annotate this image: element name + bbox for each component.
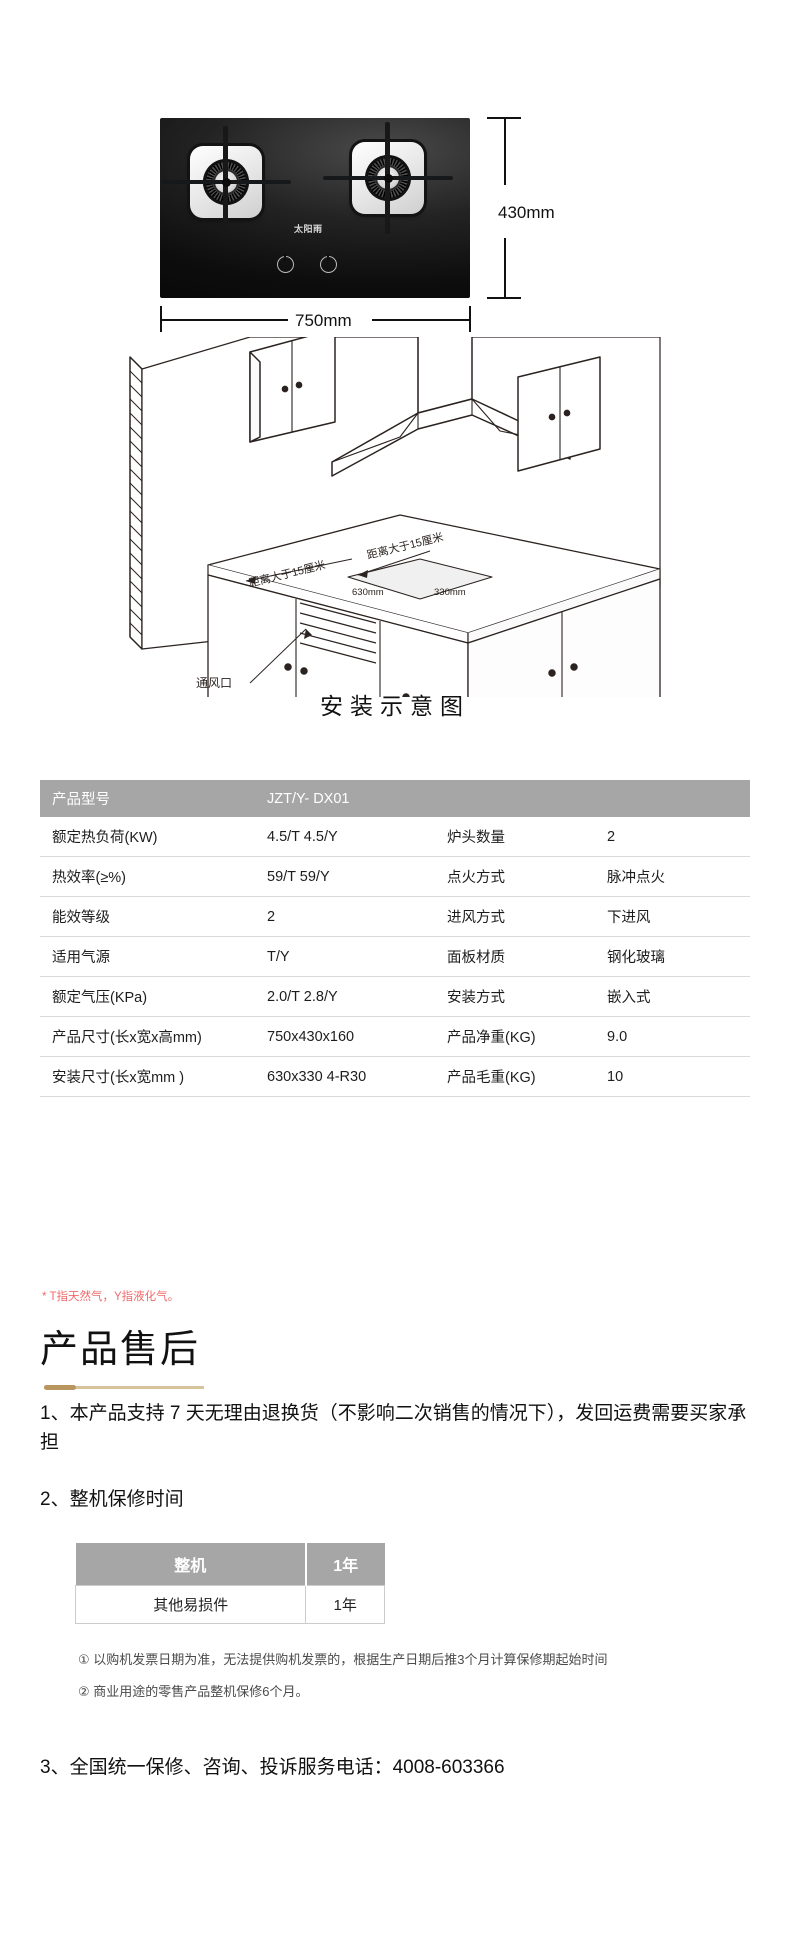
spec-key: 安装方式 [447,990,505,1006]
spec-key: 额定热负荷(KW) [52,830,158,846]
spec-table-body: 额定热负荷(KW) 4.5/T 4.5/Y 炉头数量 2 热效率(≥%) 59/… [40,817,750,1097]
spec-value: 下进风 [607,910,651,926]
spec-table-header-row: 产品型号 JZT/Y- DX01 [40,780,750,817]
table-row: 安装尺寸(长x宽mm ) 630x330 4-R30 产品毛重(KG) 10 [40,1057,750,1097]
warranty-note-2: ② 商业用途的零售产品整机保修6个月。 [78,1684,309,1700]
spec-key: 热效率(≥%) [52,870,127,886]
spec-value: 2 [267,908,276,925]
after-sales-item-2: 2、整机保修时间 [40,1489,184,1510]
spec-key: 点火方式 [447,870,505,886]
spec-value: 钢化玻璃 [607,950,665,966]
burner-center-cap [384,174,393,183]
spec-header-label: 产品型号 [40,780,255,817]
warranty-header-row: 整机 1年 [75,1543,385,1586]
table-row: 热效率(≥%) 59/T 59/Y 点火方式 脉冲点火 [40,857,750,897]
spec-key: 面板材质 [447,950,505,966]
spec-key: 能效等级 [52,910,110,926]
spec-value: 9.0 [607,1028,628,1045]
spec-value: 2 [607,828,616,845]
warranty-notes: ① 以购机发票日期为准，无法提供购机发票的，根据生产日期后推3个月计算保修期起始… [78,1650,718,1702]
warranty-cell-item: 其他易损件 [74,1585,307,1624]
spec-key: 进风方式 [447,910,505,926]
spec-key: 额定气压(KPa) [52,990,148,1006]
warranty-header-item: 整机 [75,1543,307,1586]
cutout-depth-label: 330mm [434,587,466,598]
spec-key: 产品尺寸(长x宽x高mm) [52,1030,202,1046]
table-row: 额定气压(KPa) 2.0/T 2.8/Y 安装方式 嵌入式 [40,977,750,1017]
spec-value: 630x330 4-R30 [267,1068,367,1085]
table-row: 额定热负荷(KW) 4.5/T 4.5/Y 炉头数量 2 [40,817,750,857]
product-photo-block: 太阳雨 430mm 750mm [0,0,790,345]
dim-line-vertical [504,238,506,298]
control-knob-right [320,254,337,273]
spec-footnote: * T指天然气，Y指液化气。 [42,1291,180,1303]
title-divider [44,1385,204,1390]
spec-value: 750x430x160 [267,1028,355,1045]
table-row: 其他易损件 1年 [74,1585,385,1624]
spec-key: 炉头数量 [447,830,505,846]
dim-line-horizontal [160,319,288,321]
dimension-width-label: 750mm [295,311,352,330]
burner-right-icon [323,122,453,234]
brand-logo: 太阳雨 [294,224,323,234]
after-sales-item-1: 1、本产品支持 7 天无理由退换货（不影响二次销售的情况下），发回运费需要买家承… [40,1403,747,1453]
dim-line-vertical [504,117,506,185]
spec-value: T/Y [267,948,290,965]
spec-value: 2.0/T 2.8/Y [267,988,338,1005]
table-row: 能效等级 2 进风方式 下进风 [40,897,750,937]
spec-value: 脉冲点火 [607,870,665,886]
spec-key: 产品净重(KG) [447,1030,536,1046]
page-title: 产品售后 [40,1329,201,1371]
cutout-width-label: 630mm [352,587,384,598]
warranty-table: 整机 1年 其他易损件 1年 [74,1543,385,1624]
spec-value: 10 [607,1068,624,1085]
spec-table-wrap: 产品型号 JZT/Y- DX01 额定热负荷(KW) 4.5/T 4.5/Y 炉… [40,780,750,1097]
spec-key: 安装尺寸(长x宽mm ) [52,1070,185,1086]
table-row: 产品尺寸(长x宽x高mm) 750x430x160 产品净重(KG) 9.0 [40,1017,750,1057]
burner-left-icon [161,126,291,238]
installation-diagram-title: 安装示意图 [320,693,470,719]
dim-line-horizontal [372,319,470,321]
spec-table: 产品型号 JZT/Y- DX01 额定热负荷(KW) 4.5/T 4.5/Y 炉… [40,780,750,1097]
installation-diagram-block: 距离大于15厘米 距离大于15厘米 630mm 330mm 通风口 安装示意图 [0,337,790,755]
warranty-header-period: 1年 [305,1543,385,1586]
spec-key: 产品毛重(KG) [447,1070,536,1086]
warranty-table-wrap: 整机 1年 其他易损件 1年 [74,1543,385,1624]
cooktop-product-image: 太阳雨 [160,118,470,298]
vent-label: 通风口 [196,676,232,690]
spec-value: 4.5/T 4.5/Y [267,828,338,845]
burner-center-cap [222,178,231,187]
after-sales-item-3: 3、全国统一保修、咨询、投诉服务电话：4008-603366 [40,1757,505,1778]
spec-value: 59/T 59/Y [267,868,330,885]
installation-diagram-svg: 距离大于15厘米 距离大于15厘米 630mm 330mm 通风口 [129,337,661,697]
spec-key: 适用气源 [52,950,110,966]
spec-value: 嵌入式 [607,990,651,1006]
control-knob-left [277,254,294,273]
warranty-cell-period: 1年 [305,1585,385,1624]
warranty-note-1: ① 以购机发票日期为准，无法提供购机发票的，根据生产日期后推3个月计算保修期起始… [78,1652,608,1667]
table-row: 适用气源 T/Y 面板材质 钢化玻璃 [40,937,750,977]
spec-header-value: JZT/Y- DX01 [255,780,750,817]
dimension-height-label: 430mm [498,203,555,222]
